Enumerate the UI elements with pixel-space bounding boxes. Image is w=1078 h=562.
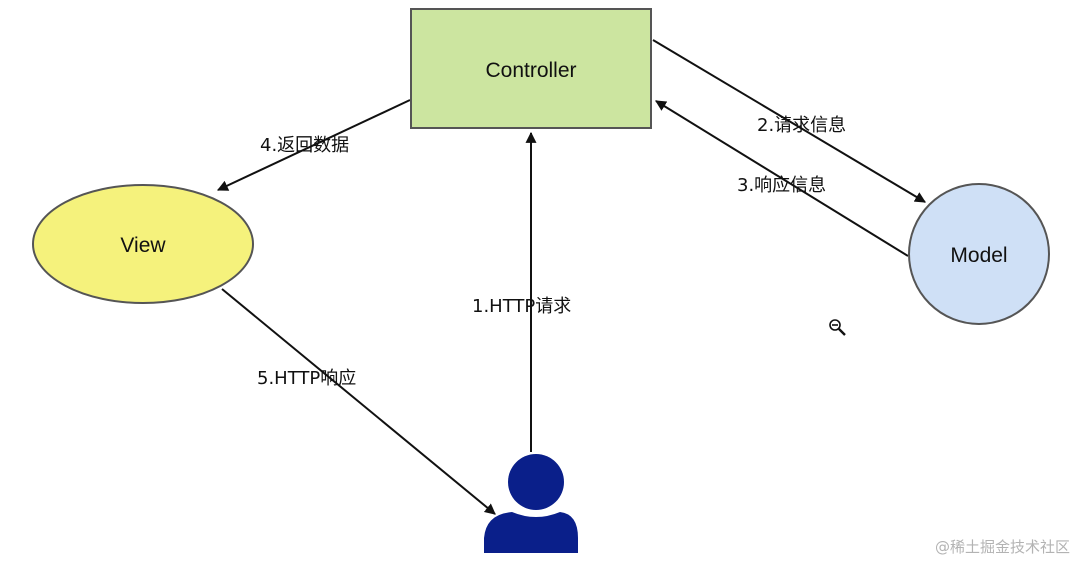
label-http-response: 5.HTTP响应 bbox=[257, 368, 356, 389]
controller-box bbox=[410, 8, 652, 129]
label-http-request: 1.HTTP请求 bbox=[472, 296, 571, 317]
user-icon bbox=[484, 454, 578, 553]
edge-return-data bbox=[217, 99, 411, 191]
label-request-info: 2.请求信息 bbox=[757, 115, 846, 136]
model-circle bbox=[908, 183, 1050, 325]
label-return-data: 4.返回数据 bbox=[260, 135, 349, 156]
controller-label: Controller bbox=[485, 59, 576, 82]
model-label: Model bbox=[950, 244, 1007, 267]
controller-node: Controller bbox=[410, 8, 652, 129]
watermark: @稀土掘金技术社区 bbox=[935, 538, 1070, 556]
view-ellipse bbox=[32, 184, 254, 304]
edge-http-response bbox=[221, 288, 496, 515]
label-response-info: 3.响应信息 bbox=[737, 175, 826, 196]
model-node: Model bbox=[908, 183, 1050, 325]
zoom-out-icon bbox=[829, 319, 846, 336]
view-label: View bbox=[120, 234, 166, 257]
edge-request-info bbox=[652, 39, 926, 203]
view-node: View bbox=[32, 184, 254, 304]
edge-response-info bbox=[655, 100, 909, 257]
